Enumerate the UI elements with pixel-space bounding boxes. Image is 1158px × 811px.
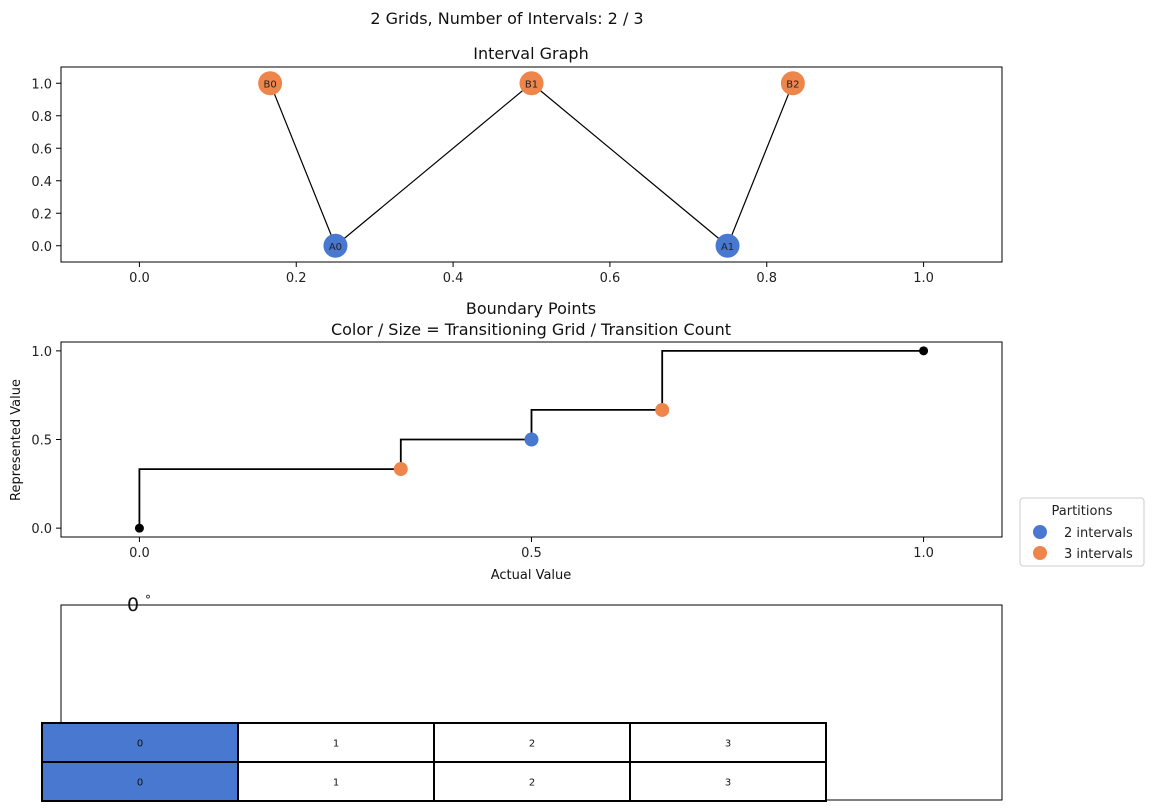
graph-node-label: B0 — [264, 79, 277, 90]
x-tick-label: 0.5 — [521, 546, 542, 561]
interval-graph-panel: Interval Graph 0.0 0.2 0.4 0.6 0.8 1.0 0.0 0.2… — [31, 44, 1003, 286]
graph-edge — [531, 82, 728, 247]
graph-node — [323, 233, 348, 258]
partitions-legend: Partitions 2 intervals 3 intervals — [1019, 497, 1145, 567]
legend-entries: 2 intervals 3 intervals — [1033, 525, 1133, 562]
y-tick-label: 0.6 — [31, 142, 52, 157]
boundary-points-panel: Boundary Points Color / Size = Transitio… — [9, 299, 1145, 583]
x-tick-label: 0.4 — [443, 271, 464, 286]
grid-cell — [629, 722, 827, 763]
boundary-point — [393, 462, 408, 477]
grid-table-cells: 0 1 2 3 0 1 2 3 — [41, 722, 827, 802]
interval-graph-frame — [60, 66, 1003, 263]
boundary-points-y-axis-label: Represented Value — [9, 379, 24, 501]
x-tick-label: 0.6 — [600, 271, 621, 286]
boundary-points-x-ticks: 0.0 0.5 1.0 — [129, 537, 934, 561]
grid-cell-label: 0 — [137, 778, 143, 789]
boundary-points-title: Boundary Points — [466, 299, 596, 318]
boundary-points-y-ticks: 0.0 0.5 1.0 — [31, 345, 61, 537]
boundary-points-x-axis-label: Actual Value — [491, 568, 572, 583]
grid-cell — [41, 761, 239, 802]
graph-node — [780, 71, 805, 96]
x-tick-label: 0.0 — [129, 546, 150, 561]
x-tick-label: 0.8 — [756, 271, 777, 286]
interval-graph-x-ticks: 0.0 0.2 0.4 0.6 0.8 1.0 — [129, 262, 934, 286]
interval-graph-edges — [269, 82, 794, 247]
legend-marker — [1033, 525, 1047, 539]
grid-cell-label: 0 — [137, 739, 143, 750]
x-tick-label: 0.2 — [286, 271, 307, 286]
grid-cell — [629, 761, 827, 802]
boundary-points-subtitle: Color / Size = Transitioning Grid / Tran… — [331, 320, 731, 339]
grid-cell-label: 1 — [333, 739, 339, 750]
legend-marker — [1033, 546, 1047, 560]
angle-label: 0 — [127, 594, 139, 616]
grid-cell — [433, 761, 631, 802]
boundary-point — [919, 346, 929, 356]
boundary-points-markers — [134, 346, 929, 533]
x-tick-label: 0.0 — [129, 271, 150, 286]
grid-cell-label: 2 — [529, 739, 535, 750]
graph-edge — [726, 83, 794, 246]
x-tick-label: 1.0 — [913, 271, 934, 286]
graph-node-label: A0 — [329, 242, 342, 253]
y-tick-label: 1.0 — [31, 345, 52, 360]
graph-edge — [269, 83, 337, 246]
graph-edge — [335, 82, 532, 247]
graph-node — [715, 233, 740, 258]
y-tick-label: 0.4 — [31, 175, 52, 190]
y-tick-label: 0.0 — [31, 522, 52, 537]
grid-cell-label: 3 — [725, 778, 731, 789]
graph-node-label: B2 — [786, 79, 799, 90]
y-tick-label: 0.8 — [31, 110, 52, 125]
grid-cell-label: 2 — [529, 778, 535, 789]
figure-title: 2 Grids, Number of Intervals: 2 / 3 — [370, 9, 643, 28]
grid-table-panel: 0 ° 0 1 2 3 0 1 2 3 — [41, 593, 1003, 802]
angle-degree-symbol: ° — [145, 593, 151, 607]
legend-title: Partitions — [1052, 504, 1113, 519]
graph-node — [519, 71, 544, 96]
grid-cell-label: 1 — [333, 778, 339, 789]
interval-graph-y-ticks: 0.0 0.2 0.4 0.6 0.8 1.0 — [31, 77, 61, 255]
grid-cell-label: 3 — [725, 739, 731, 750]
boundary-point — [134, 523, 144, 533]
grid-cell — [41, 722, 239, 763]
grid-cell — [433, 722, 631, 763]
legend-label: 2 intervals — [1064, 526, 1133, 541]
legend-label: 3 intervals — [1064, 547, 1133, 562]
y-tick-label: 0.2 — [31, 207, 52, 222]
graph-node — [258, 71, 283, 96]
boundary-point — [524, 432, 539, 447]
y-tick-label: 0.5 — [31, 434, 52, 449]
boundary-point — [655, 402, 670, 417]
graph-node-label: B1 — [525, 79, 538, 90]
y-tick-label: 1.0 — [31, 77, 52, 92]
graph-node-label: A1 — [721, 242, 734, 253]
y-tick-label: 0.0 — [31, 240, 52, 255]
x-tick-label: 1.0 — [913, 546, 934, 561]
interval-graph-title: Interval Graph — [473, 44, 588, 63]
legend-frame — [1019, 497, 1145, 567]
